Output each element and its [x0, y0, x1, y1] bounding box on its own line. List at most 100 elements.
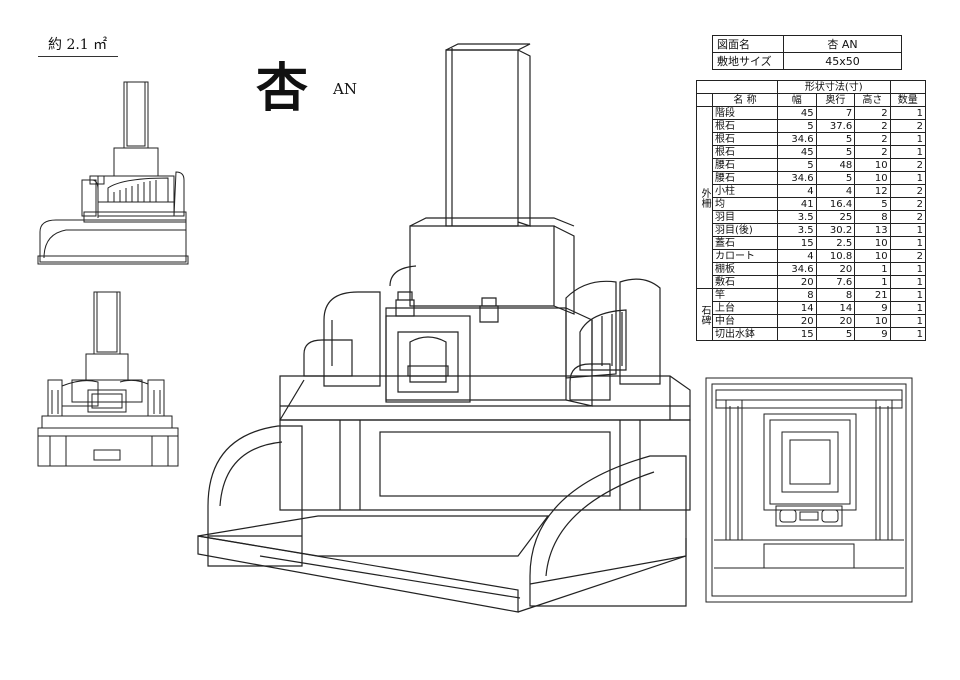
drawing-info-table: 図面名 杏 AN 敷地サイズ 45x50 [712, 35, 902, 70]
cell-depth: 25 [815, 210, 856, 224]
area-underline [38, 56, 118, 57]
header-width: 幅 [777, 93, 817, 107]
cell-name: 均 [712, 197, 778, 211]
cell-qty: 2 [889, 249, 927, 263]
cell-qty: 1 [889, 132, 927, 146]
cell-width: 3.5 [777, 223, 817, 237]
cell-name: 竿 [712, 288, 778, 302]
front-elevation-view [37, 81, 189, 265]
cell-depth: 16.4 [815, 197, 856, 211]
cell-depth: 4 [815, 184, 856, 198]
cell-depth: 5 [815, 171, 856, 185]
cell-qty: 1 [889, 106, 927, 120]
cell-qty: 1 [889, 145, 927, 159]
platform-top [279, 375, 691, 421]
cell-name: 小柱 [712, 184, 778, 198]
enclosure-front [279, 419, 691, 511]
cell-width: 15 [777, 327, 817, 341]
drawing-name-row: 図面名 杏 AN [712, 35, 902, 53]
cell-name: 根石 [712, 119, 778, 133]
cell-height: 12 [854, 184, 891, 198]
cell-name: 根石 [712, 145, 778, 159]
cell-height: 1 [854, 262, 891, 276]
cell-qty: 1 [889, 236, 927, 250]
cell-name: 根石 [712, 132, 778, 146]
cell-width: 4 [777, 249, 817, 263]
cell-depth: 20 [815, 314, 856, 328]
cell-depth: 7 [815, 106, 856, 120]
cell-name: 腰石 [712, 158, 778, 172]
cell-height: 2 [854, 132, 891, 146]
cell-height: 10 [854, 236, 891, 250]
cell-width: 8 [777, 288, 817, 302]
dims-header: 形状寸法(寸) [777, 80, 891, 94]
cell-height: 9 [854, 327, 891, 341]
spec-header-row-1: 形状寸法(寸) [696, 80, 927, 94]
cell-depth: 5 [815, 145, 856, 159]
cell-depth: 37.6 [815, 119, 856, 133]
cell-name: 階段 [712, 106, 778, 120]
cell-depth: 7.6 [815, 275, 856, 289]
cell-depth: 8 [815, 288, 856, 302]
cell-depth: 48 [815, 158, 856, 172]
spec-header-blank-2 [889, 80, 927, 94]
spec-header-row-2: 名 称 幅 奥行 高さ 数量 [696, 93, 927, 107]
cell-name: 中台 [712, 314, 778, 328]
cell-name: 羽目 [712, 210, 778, 224]
cell-width: 5 [777, 158, 817, 172]
cell-qty: 2 [889, 158, 927, 172]
pillar-side [517, 49, 531, 227]
cell-width: 20 [777, 314, 817, 328]
cell-qty: 1 [889, 171, 927, 185]
cell-name: カロート [712, 249, 778, 263]
cell-depth: 5 [815, 327, 856, 341]
title-kanji: 杏 [256, 58, 309, 119]
site-size-row: 敷地サイズ 45x50 [712, 52, 902, 70]
cell-depth: 5 [815, 132, 856, 146]
cell-qty: 1 [889, 301, 927, 315]
cell-height: 5 [854, 197, 891, 211]
cell-depth: 2.5 [815, 236, 856, 250]
cell-qty: 1 [889, 275, 927, 289]
cell-height: 2 [854, 106, 891, 120]
header-depth: 奥行 [815, 93, 856, 107]
cell-height: 21 [854, 288, 891, 302]
site-size-value: 45x50 [783, 52, 902, 70]
cell-qty: 1 [889, 262, 927, 276]
cell-depth: 14 [815, 301, 856, 315]
cell-width: 14 [777, 301, 817, 315]
cell-width: 45 [777, 145, 817, 159]
cell-name: 上台 [712, 301, 778, 315]
cell-name: 腰石 [712, 171, 778, 185]
cell-width: 34.6 [777, 132, 817, 146]
spec-header-blank [696, 80, 778, 94]
cell-height: 10 [854, 249, 891, 263]
header-name: 名 称 [712, 93, 778, 107]
header-height: 高さ [854, 93, 891, 107]
cell-name: 棚板 [712, 262, 778, 276]
cell-qty: 2 [889, 197, 927, 211]
cell-width: 34.6 [777, 262, 817, 276]
cell-width: 4 [777, 184, 817, 198]
side-elevation-view [37, 291, 179, 467]
cell-height: 2 [854, 145, 891, 159]
drawing-name-value: 杏 AN [783, 35, 902, 53]
cell-width: 20 [777, 275, 817, 289]
cell-name: 敷石 [712, 275, 778, 289]
cell-depth: 30.2 [815, 223, 856, 237]
cell-name: 蓋石 [712, 236, 778, 250]
cell-qty: 1 [889, 288, 927, 302]
